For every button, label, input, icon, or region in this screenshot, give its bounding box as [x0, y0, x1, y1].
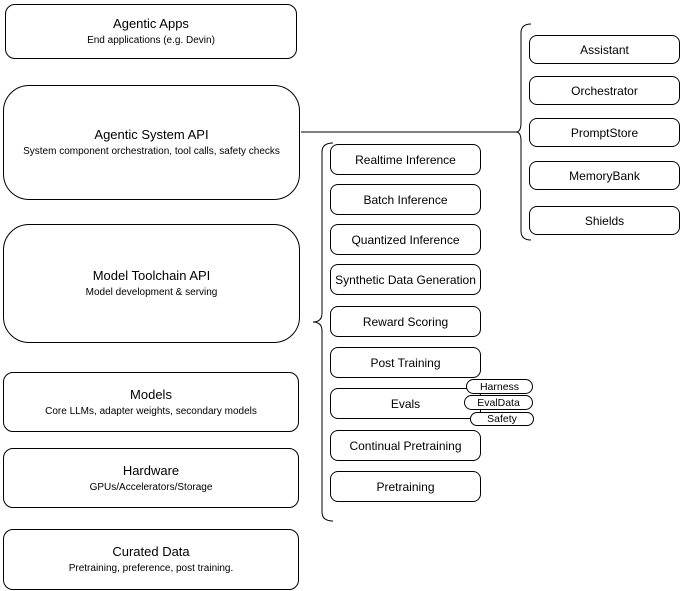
node-label: Synthetic Data Generation [335, 272, 476, 287]
tag-label: Safety [487, 413, 517, 425]
node-realtime-inference: Realtime Inference [330, 144, 481, 175]
node-label: Assistant [580, 42, 629, 57]
tag-label: Harness [479, 380, 520, 393]
node-synthetic-data-generation: Synthetic Data Generation [330, 264, 481, 295]
tag-label: EvalData [477, 396, 520, 409]
node-curated-data: Curated Data Pretraining, preference, po… [3, 529, 299, 590]
node-subtitle: Core LLMs, adapter weights, secondary mo… [45, 405, 257, 417]
node-label: Evals [390, 396, 421, 411]
node-assistant: Assistant [529, 35, 680, 64]
node-label: Post Training [370, 355, 441, 370]
node-label: Reward Scoring [362, 314, 449, 329]
tag-evaldata: EvalData [464, 395, 533, 410]
node-orchestrator: Orchestrator [529, 76, 680, 105]
node-subtitle: System component orchestration, tool cal… [23, 146, 280, 157]
node-continual-pretraining: Continual Pretraining [330, 430, 481, 461]
node-label: Batch Inference [363, 192, 448, 207]
node-title: Agentic Apps [113, 16, 189, 31]
node-label: Quantized Inference [351, 232, 460, 247]
node-pretraining: Pretraining [330, 471, 481, 502]
node-subtitle: End applications (e.g. Devin) [87, 35, 215, 46]
node-title: Model Toolchain API [92, 268, 211, 283]
node-agentic-apps: Agentic Apps End applications (e.g. Devi… [5, 4, 297, 59]
node-label: Shields [584, 213, 625, 228]
node-shields: Shields [529, 206, 680, 235]
node-models: Models Core LLMs, adapter weights, secon… [3, 372, 299, 432]
node-memorybank: MemoryBank [529, 161, 680, 190]
node-label: Realtime Inference [355, 152, 456, 167]
node-model-toolchain-api: Model Toolchain API Model development & … [3, 224, 300, 343]
node-post-training: Post Training [330, 347, 481, 378]
node-title: Curated Data [112, 544, 190, 559]
node-label: MemoryBank [569, 168, 640, 183]
node-subtitle: Pretraining, preference, post training. [68, 563, 234, 574]
node-agentic-system-api: Agentic System API System component orch… [3, 85, 300, 200]
node-reward-scoring: Reward Scoring [330, 306, 481, 337]
node-hardware: Hardware GPUs/Accelerators/Storage [3, 448, 299, 508]
node-label: Continual Pretraining [349, 438, 462, 453]
node-promptstore: PromptStore [529, 118, 680, 147]
node-label: Pretraining [376, 479, 435, 494]
node-quantized-inference: Quantized Inference [330, 224, 481, 255]
node-subtitle: GPUs/Accelerators/Storage [89, 481, 213, 493]
node-title: Agentic System API [94, 127, 209, 142]
node-subtitle: Model development & serving [85, 287, 218, 298]
node-evals: Evals [330, 388, 481, 419]
node-batch-inference: Batch Inference [330, 184, 481, 215]
node-label: Orchestrator [571, 83, 638, 98]
tag-safety: Safety [470, 412, 534, 426]
tag-harness: Harness [466, 379, 533, 394]
node-label: PromptStore [570, 125, 639, 140]
node-title: Models [130, 386, 172, 402]
node-title: Hardware [122, 462, 180, 478]
